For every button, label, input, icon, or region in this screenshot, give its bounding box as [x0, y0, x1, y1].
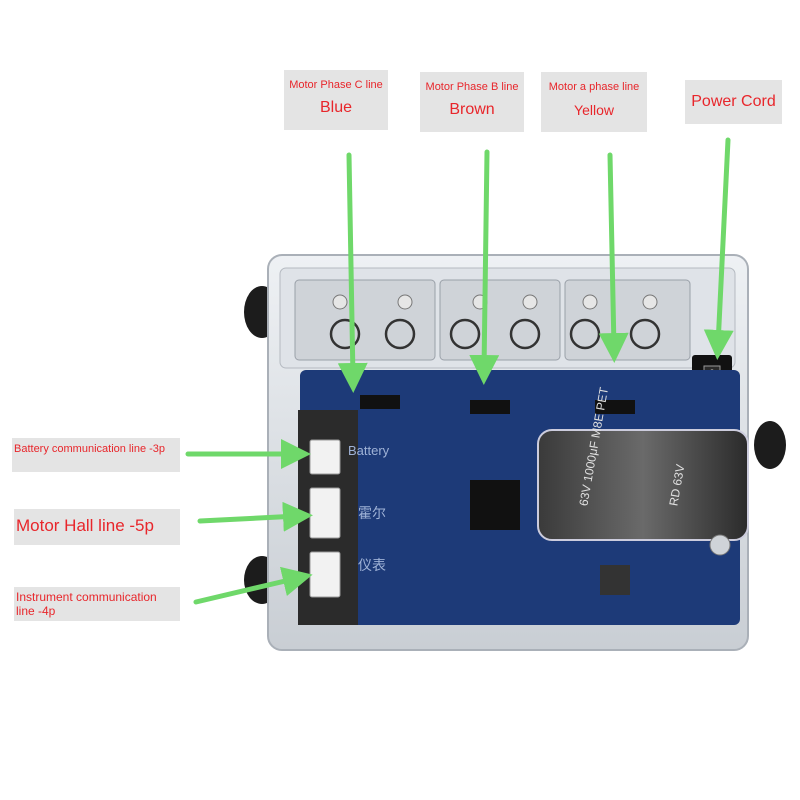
side-connectors	[309, 439, 341, 598]
label-battery-comm-title: Battery communication line -3p	[14, 443, 166, 455]
label-power: Power Cord	[685, 80, 782, 124]
silk-meter: 仪表	[358, 557, 386, 573]
arrow-phase-b	[469, 149, 500, 385]
label-power-title: Power Cord	[691, 93, 776, 110]
label-phase-c-title: Motor Phase C line	[289, 79, 383, 91]
arrow-phase-a	[598, 152, 629, 363]
silk-battery: Battery	[348, 443, 390, 458]
arrow-instrument-comm	[193, 566, 313, 605]
label-hall-title: Motor Hall line -5p	[16, 516, 154, 535]
label-phase-a: Motor a phase line Yellow	[541, 72, 647, 132]
label-battery-comm: Battery communication line -3p	[12, 438, 180, 472]
pointer-arrows	[185, 137, 734, 605]
arrow-power	[703, 137, 734, 360]
label-instrument-comm-title: Instrument communication line -4p	[16, 590, 157, 618]
label-phase-b-title: Motor Phase B line	[425, 81, 519, 93]
label-hall: Motor Hall line -5p	[14, 509, 180, 545]
label-phase-a-title: Motor a phase line	[548, 81, 640, 93]
silk-hall: 霍尔	[358, 505, 386, 521]
label-phase-c: Motor Phase C line Blue	[284, 70, 388, 130]
label-phase-b-color: Brown	[449, 101, 495, 118]
label-phase-c-color: Blue	[319, 99, 353, 116]
label-phase-b: Motor Phase B line Brown	[420, 72, 524, 132]
label-instrument-comm: Instrument communication line -4p	[14, 587, 180, 621]
arrow-phase-c	[337, 152, 368, 393]
phase-terminals	[294, 279, 691, 361]
arrow-hall	[197, 501, 313, 532]
label-phase-a-color: Yellow	[574, 102, 614, 118]
